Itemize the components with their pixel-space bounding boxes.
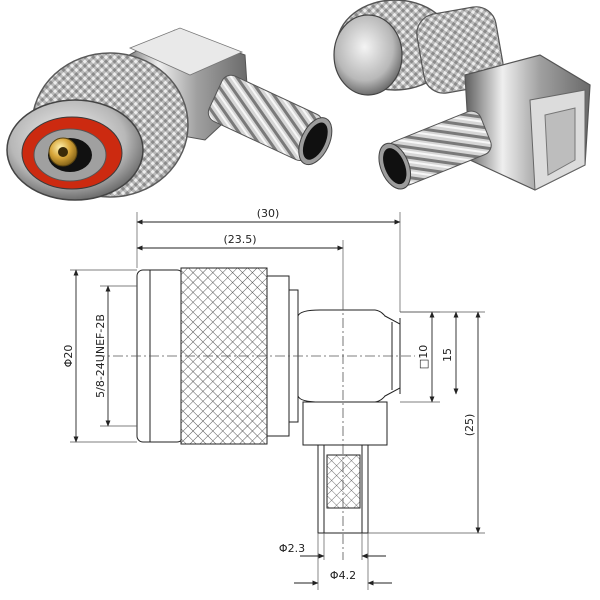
ferrule-crimp xyxy=(326,454,361,509)
lower-body xyxy=(302,401,388,446)
dim-overall-height: (25) xyxy=(463,414,476,437)
dim-outer-ferrule: Φ4.2 xyxy=(330,569,356,582)
dim-length-to-axis: (23.5) xyxy=(223,233,256,246)
dimension-lines xyxy=(73,219,481,586)
dim-overall-length: (30) xyxy=(257,207,280,220)
dim-inner-ferrule: Φ2.3 xyxy=(279,542,305,555)
dim-square-body: □10 xyxy=(417,345,430,369)
connector-photo-right xyxy=(333,0,591,191)
technical-drawing xyxy=(70,212,485,590)
connector-photo-left xyxy=(6,27,333,201)
dim-thread-spec: 5/8-24UNEF-2B xyxy=(94,314,107,398)
dim-axis-height: 15 xyxy=(441,348,454,362)
center-lines xyxy=(95,300,415,560)
dim-outer-diameter: Φ20 xyxy=(62,345,75,368)
